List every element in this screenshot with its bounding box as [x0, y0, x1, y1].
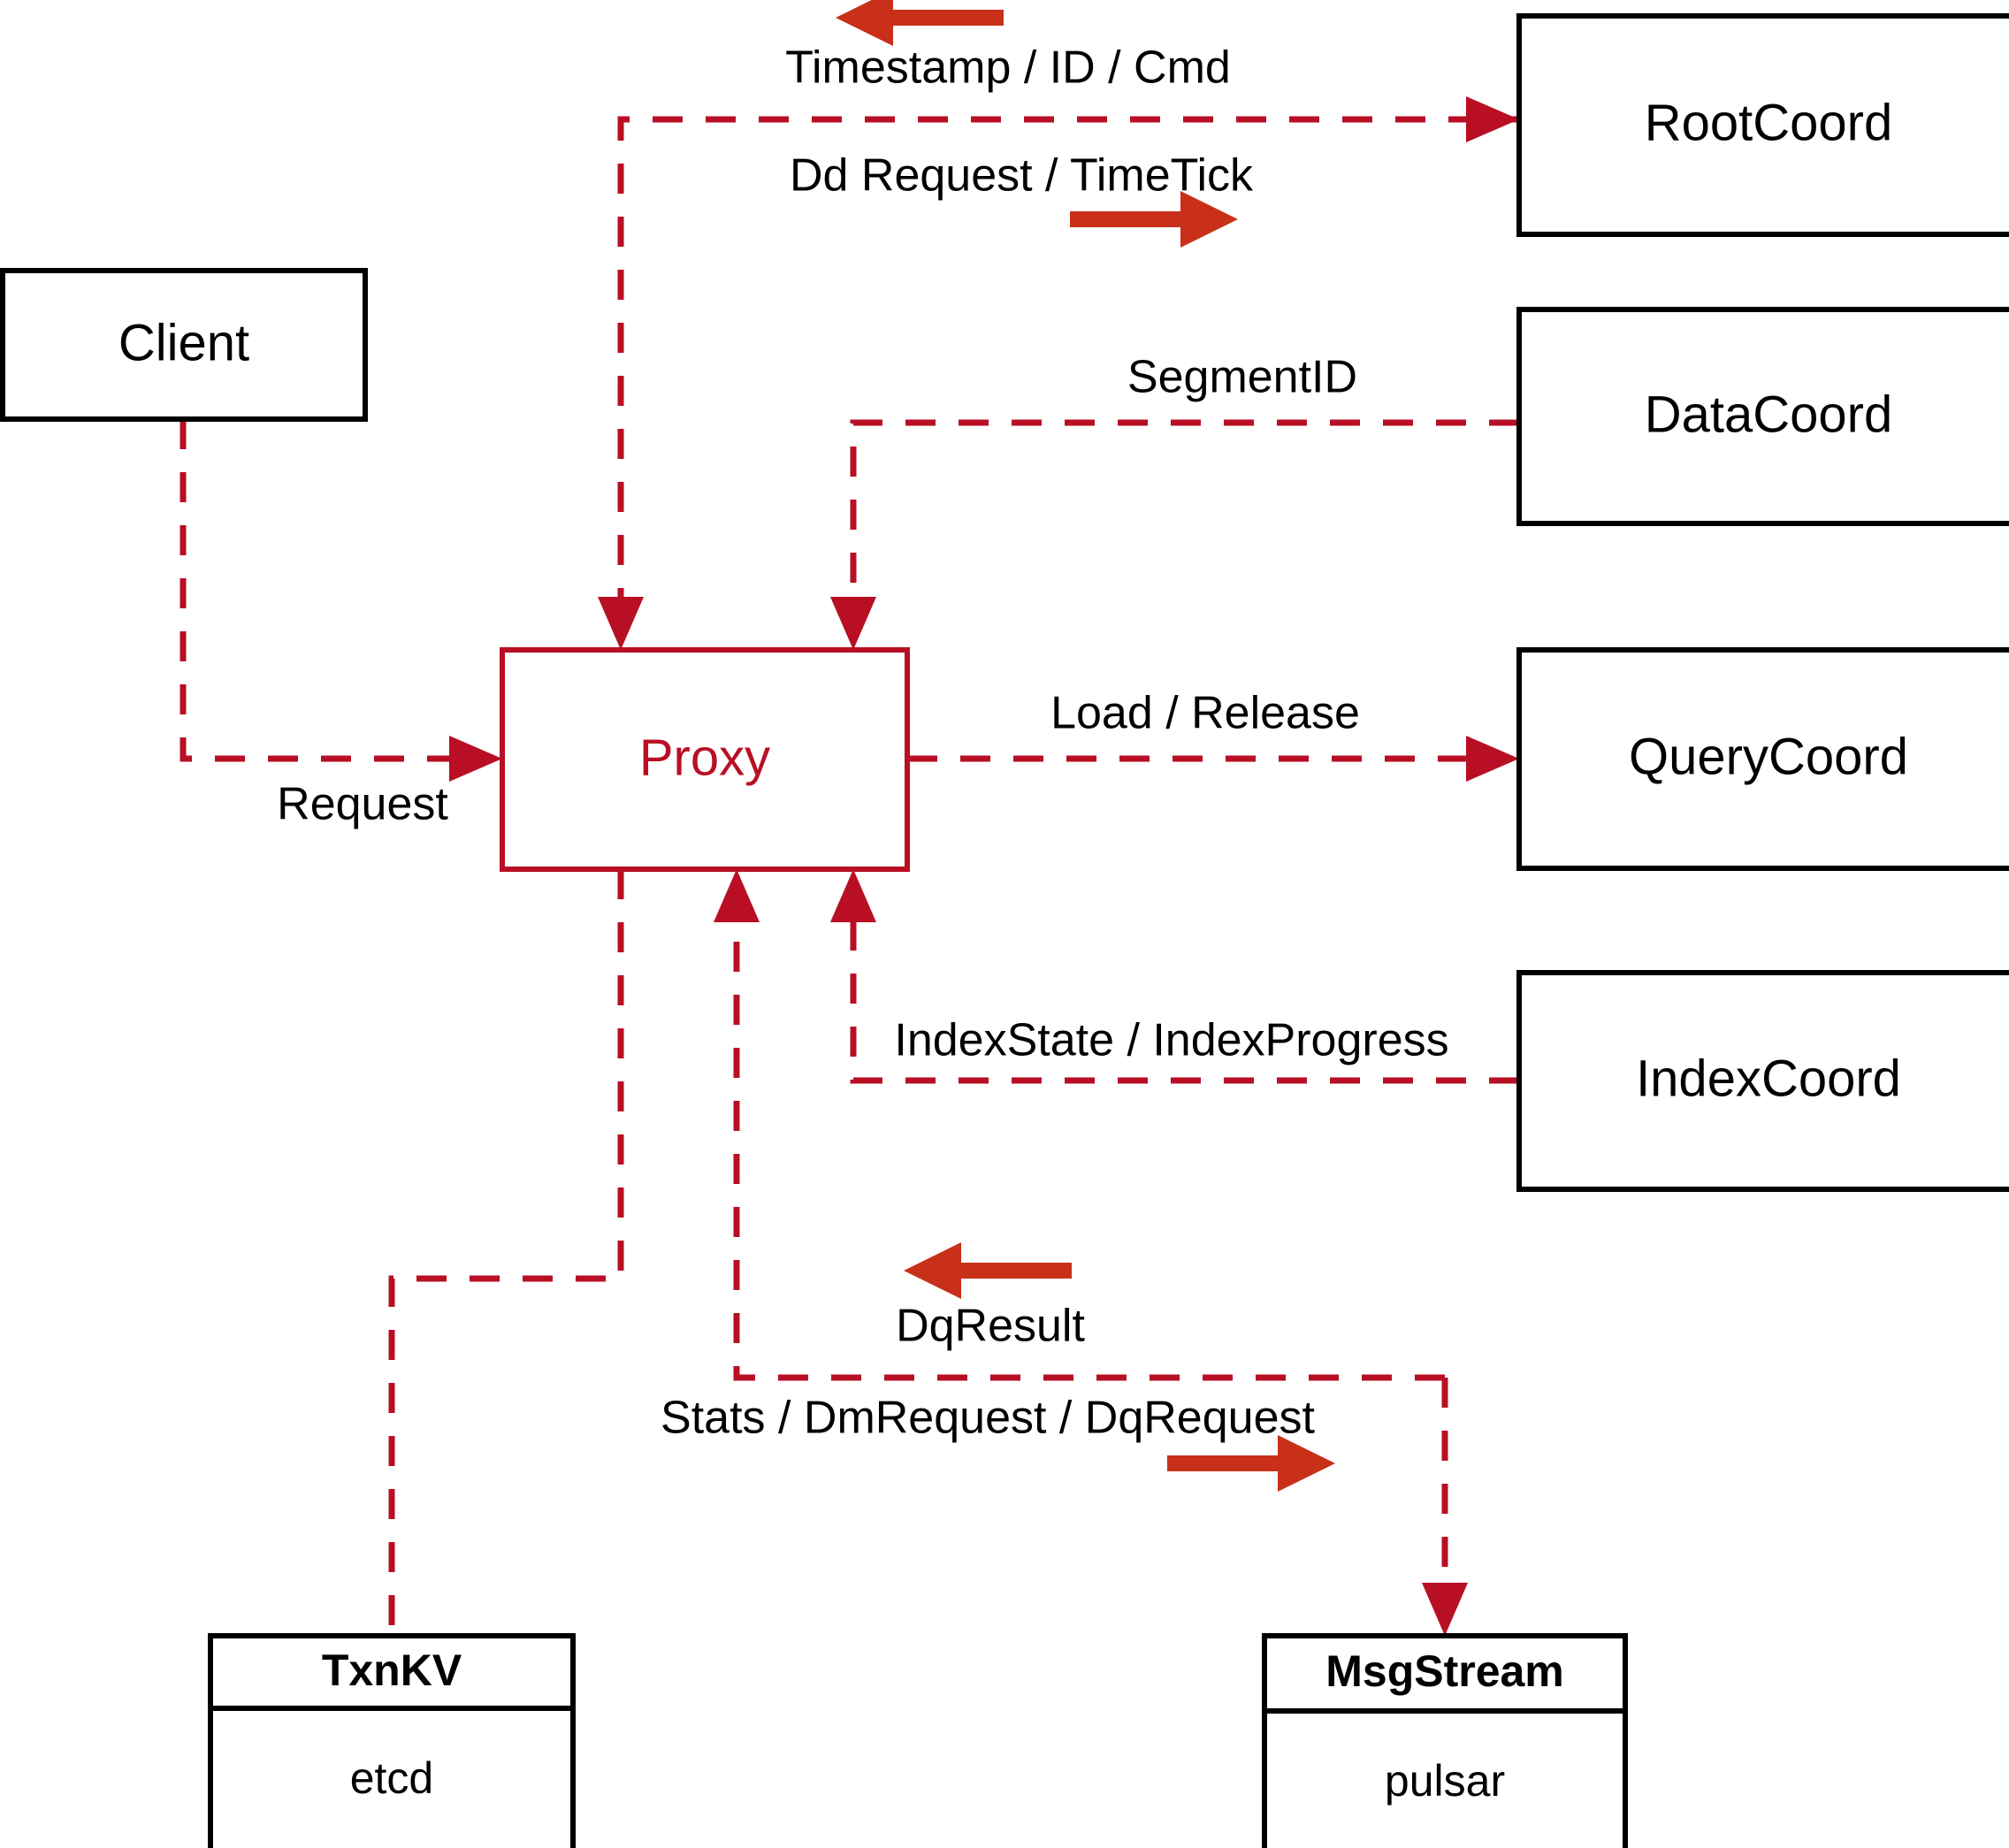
edge-datacoord-to-proxy [830, 419, 1519, 650]
node-datacoord-label: DataCoord [1645, 386, 1892, 443]
node-querycoord-label: QueryCoord [1629, 728, 1908, 785]
node-proxy[interactable]: Proxy [500, 647, 910, 872]
node-rootcoord[interactable]: RootCoord [1516, 13, 2009, 237]
node-client-label: Client [118, 314, 249, 371]
edge-label-load-release: Load / Release [1050, 688, 1360, 739]
node-msgstream-sublabel: pulsar [1385, 1756, 1505, 1806]
edge-proxy-to-rootcoord [1466, 96, 1519, 142]
node-txnkv-sublabel: etcd [350, 1753, 434, 1803]
node-client[interactable]: Client [0, 268, 368, 422]
edge-proxy-to-querycoord [907, 736, 1519, 782]
node-msgstream[interactable]: MsgStream pulsar [1262, 1633, 1628, 1848]
edge-msgstream-to-proxy [714, 869, 1445, 1381]
node-datacoord[interactable]: DataCoord [1516, 307, 2009, 526]
edge-label-indexstate-indexprogress: IndexState / IndexProgress [894, 1015, 1448, 1066]
direction-arrow-left-timestamp [836, 0, 1004, 46]
edge-label-dqresult: DqResult [896, 1301, 1085, 1352]
node-indexcoord-label: IndexCoord [1636, 1050, 1901, 1107]
edge-label-segmentid: SegmentID [1127, 352, 1357, 403]
direction-arrow-left-dqresult [904, 1242, 1072, 1299]
edge-label-request: Request [277, 779, 448, 830]
direction-arrow-right-ddrequest [1070, 191, 1238, 248]
node-rootcoord-label: RootCoord [1645, 94, 1892, 151]
direction-arrow-right-stats [1167, 1435, 1335, 1492]
edge-label-stats-dmrequest-dqrequest: Stats / DmRequest / DqRequest [661, 1393, 1315, 1444]
edge-proxy-to-txnkv [388, 869, 624, 1636]
node-indexcoord[interactable]: IndexCoord [1516, 970, 2009, 1192]
node-txnkv-label: TxnKV [322, 1646, 462, 1695]
edge-label-timestamp-id-cmd: Timestamp / ID / Cmd [785, 42, 1231, 94]
edge-indexcoord-to-proxy [830, 869, 1519, 1084]
node-proxy-label: Proxy [639, 729, 770, 786]
edge-label-dd-request-timetick: Dd Request / TimeTick [790, 150, 1254, 202]
node-querycoord[interactable]: QueryCoord [1516, 647, 2009, 871]
edge-rootcoord-to-proxy [598, 116, 2009, 650]
node-msgstream-label: MsgStream [1325, 1646, 1564, 1696]
node-txnkv[interactable]: TxnKV etcd [208, 1633, 576, 1848]
edge-proxy-to-msgstream [1422, 1378, 1468, 1636]
edge-client-to-proxy [180, 419, 502, 782]
